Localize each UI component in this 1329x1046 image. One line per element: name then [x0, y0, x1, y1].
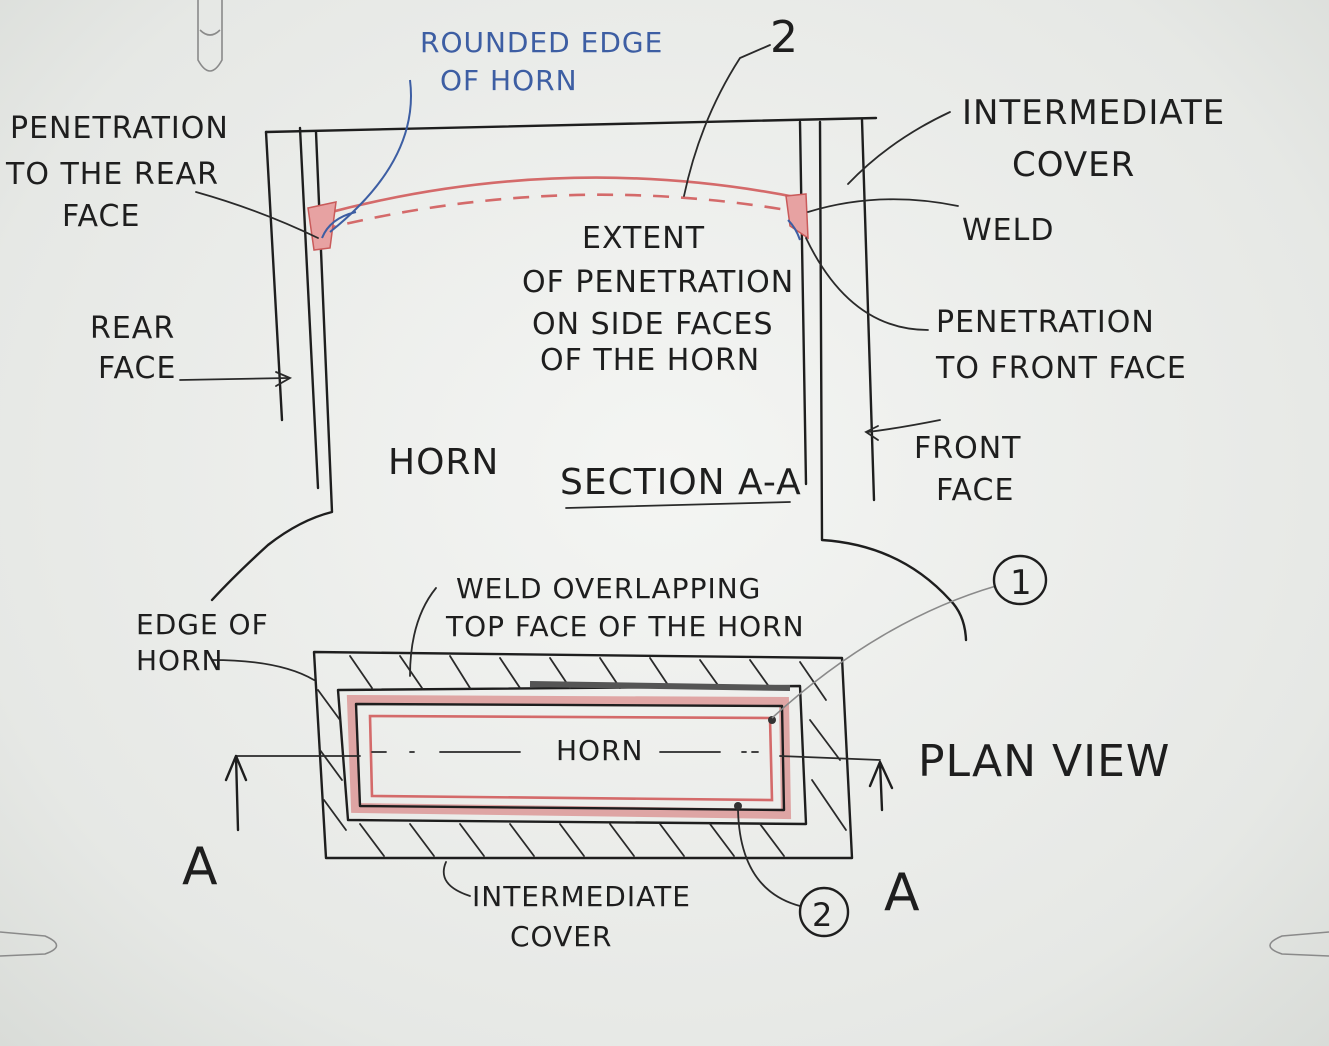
- leader-callout-2: [683, 44, 771, 197]
- weld-hatch-band: [346, 694, 792, 820]
- leader-callout-2-bottom: [737, 809, 801, 907]
- penetration-rear-label: PENETRATION TO THE REAR FACE: [5, 111, 239, 234]
- binder-clip-icon: [1269, 931, 1329, 957]
- callout-2-top-label: 2: [770, 12, 799, 63]
- plan-view-label: PLAN VIEW: [918, 736, 1170, 787]
- weld-arc: [319, 176, 801, 217]
- intermediate-cover-top-label: INTERMEDIATE COVER: [962, 93, 1237, 185]
- binder-clip-icon: [0, 931, 58, 957]
- leader-intermediate-cover-bottom: [442, 861, 471, 897]
- rear-face-label: REAR FACE: [90, 311, 186, 386]
- arrow-front-face-head: [864, 425, 879, 441]
- cover-hatching: [317, 655, 847, 857]
- callout-circle-1: [992, 554, 1048, 606]
- cover-outer-rect: [312, 650, 854, 860]
- callout-2-bottom-label: 2: [812, 896, 833, 934]
- rounded-edge-curve-front: [787, 219, 801, 241]
- arrow-rear-face: [179, 377, 289, 381]
- plan-drawing: [224, 554, 1048, 938]
- section-title: SECTION A-A: [560, 462, 802, 503]
- leader-penetration-front: [805, 237, 929, 331]
- intermediate-cover-bottom-label: INTERMEDIATE COVER: [472, 880, 701, 953]
- penetration-extent-dashed: [319, 193, 799, 232]
- marker-point-1: [768, 716, 776, 724]
- extent-label: EXTENT OF PENETRATION ON SIDE FACES OF T…: [522, 221, 805, 378]
- section-drawing: [179, 44, 968, 681]
- horn-front-line: [798, 120, 808, 486]
- leader-penetration-rear: [195, 191, 319, 239]
- horn-plan-label: HORN: [556, 734, 644, 767]
- arrow-front-face: [867, 419, 941, 433]
- horn-section-label: HORN: [388, 442, 499, 483]
- leader-edge-of-horn: [211, 659, 315, 681]
- front-face-label: FRONT FACE: [914, 431, 1032, 508]
- marker-point-2: [734, 802, 742, 810]
- section-marker-right: A: [884, 863, 921, 923]
- horn-rear-line: [298, 126, 320, 490]
- horn-outline-plan: [354, 702, 786, 812]
- leader-callout-1: [771, 585, 997, 719]
- binder-clip-icon: [197, 0, 223, 72]
- leader-rounded-edge: [329, 79, 412, 233]
- weld-label: WELD: [962, 213, 1054, 248]
- arrow-section-left: [224, 754, 248, 832]
- weld-overlapping-label: WELD OVERLAPPING TOP FACE OF THE HORN: [445, 572, 805, 643]
- callout-1-label: 1: [1010, 563, 1033, 603]
- edge-of-horn-label: EDGE OF HORN: [136, 608, 279, 677]
- section-marker-left: A: [182, 837, 219, 897]
- horn-inner-red: [368, 714, 774, 802]
- weld-corner-front: [785, 193, 809, 240]
- horn-rear-edge: [210, 130, 334, 602]
- rounded-edge-label: ROUNDED EDGE OF HORN: [420, 26, 673, 97]
- cut-line-right: [779, 755, 881, 761]
- leader-weld: [807, 198, 959, 213]
- horn-front-edge: [818, 120, 968, 642]
- weld-corner-rear: [307, 201, 337, 251]
- arrow-rear-face-head: [275, 371, 293, 387]
- cover-rear-outer-edge: [264, 130, 284, 422]
- leader-weld-overlapping: [409, 587, 437, 677]
- arrow-section-right: [868, 760, 894, 812]
- section-title-underline: [565, 501, 791, 509]
- leader-intermediate-cover: [847, 111, 951, 185]
- callout-circle-2: [798, 886, 850, 938]
- cover-top-edge: [264, 116, 878, 134]
- weld-overlap-top: [529, 681, 791, 691]
- penetration-front-label: PENETRATION TO FRONT FACE: [935, 305, 1187, 386]
